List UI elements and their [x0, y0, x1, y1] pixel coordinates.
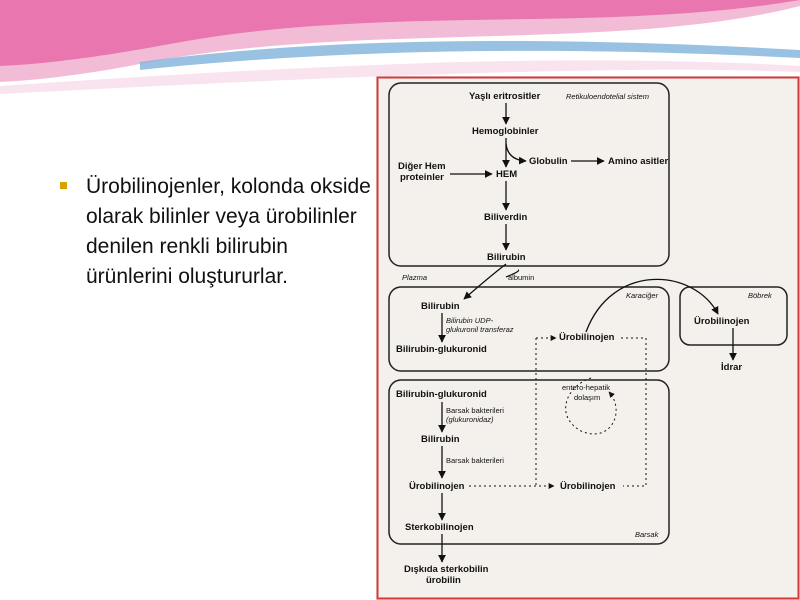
bullet-text: Ürobilinojenler, kolonda okside olarak b…: [86, 175, 371, 288]
node-glucuronide-intestine: Bilirubin-glukuronid: [396, 389, 487, 400]
node-albumin: albumin: [508, 273, 534, 282]
node-bacteria-2: Barsak bakterileri: [446, 456, 504, 465]
label-reticuloendothelial: Retikuloendotelial sistem: [566, 92, 649, 101]
node-bacteria-1: Barsak bakterileri: [446, 406, 504, 415]
bullet-square-icon: [60, 182, 67, 189]
label-liver: Karaciğer: [626, 291, 659, 300]
node-urobilinogen-intestine-2: Ürobilinojen: [560, 481, 616, 492]
node-bilirubin-liver: Bilirubin: [421, 301, 460, 312]
box-liver: [388, 286, 670, 372]
box-intestine: [388, 379, 670, 545]
decorative-banner: [0, 0, 800, 94]
node-glucuronide-liver: Bilirubin-glukuronid: [396, 344, 487, 355]
label-plasma: Plazma: [402, 273, 427, 282]
node-amino-acids: Amino asitler: [608, 156, 668, 167]
box-reticuloendothelial: [388, 82, 670, 267]
node-enterohepatic-1: entero-hepatik: [562, 383, 610, 392]
bilirubin-metabolism-figure: Retikuloendotelial sistem Plazma Karaciğ…: [376, 76, 800, 600]
node-urine: İdrar: [721, 362, 742, 373]
node-feces-2: ürobilin: [426, 575, 461, 586]
node-glucuronidase: (glukuronidaz): [446, 415, 494, 424]
banner-blue-wave: [140, 40, 800, 70]
label-intestine: Barsak: [635, 530, 660, 539]
node-feces-1: Dışkıda sterkobilin: [404, 564, 489, 575]
node-globulin: Globulin: [529, 156, 568, 167]
node-urobilinogen-liver: Ürobilinojen: [559, 332, 615, 343]
node-hemoglobins: Hemoglobinler: [472, 126, 539, 137]
banner-rose-wave: [0, 0, 800, 66]
node-aged-erythrocytes: Yaşlı eritrositler: [469, 91, 541, 102]
node-bilirubin-intestine: Bilirubin: [421, 434, 460, 445]
node-stercobilinogen: Sterkobilinojen: [405, 522, 474, 533]
node-urobilinogen-intestine: Ürobilinojen: [409, 481, 465, 492]
banner-pale-wave: [0, 60, 800, 94]
figure-border: [376, 76, 800, 600]
node-other-heme-2: proteinler: [400, 172, 444, 183]
node-urobilinogen-kidney: Ürobilinojen: [694, 316, 750, 327]
node-enterohepatic-2: dolaşım: [574, 393, 600, 402]
node-udp-enzyme-1: Bilirubin UDP-: [446, 316, 494, 325]
slide-text-area: Ürobilinojenler, kolonda okside olarak b…: [0, 0, 376, 600]
node-biliverdin: Biliverdin: [484, 212, 527, 223]
node-bilirubin-re: Bilirubin: [487, 252, 526, 263]
metabolism-diagram: Retikuloendotelial sistem Plazma Karaciğ…: [376, 76, 800, 600]
label-kidney: Böbrek: [748, 291, 773, 300]
node-other-heme-1: Diğer Hem: [398, 161, 446, 172]
node-udp-enzyme-2: glukuronil transferaz: [446, 325, 514, 334]
dashed-paths: [469, 335, 647, 489]
flow-arrows: [438, 103, 737, 563]
node-heme: HEM: [496, 169, 517, 180]
